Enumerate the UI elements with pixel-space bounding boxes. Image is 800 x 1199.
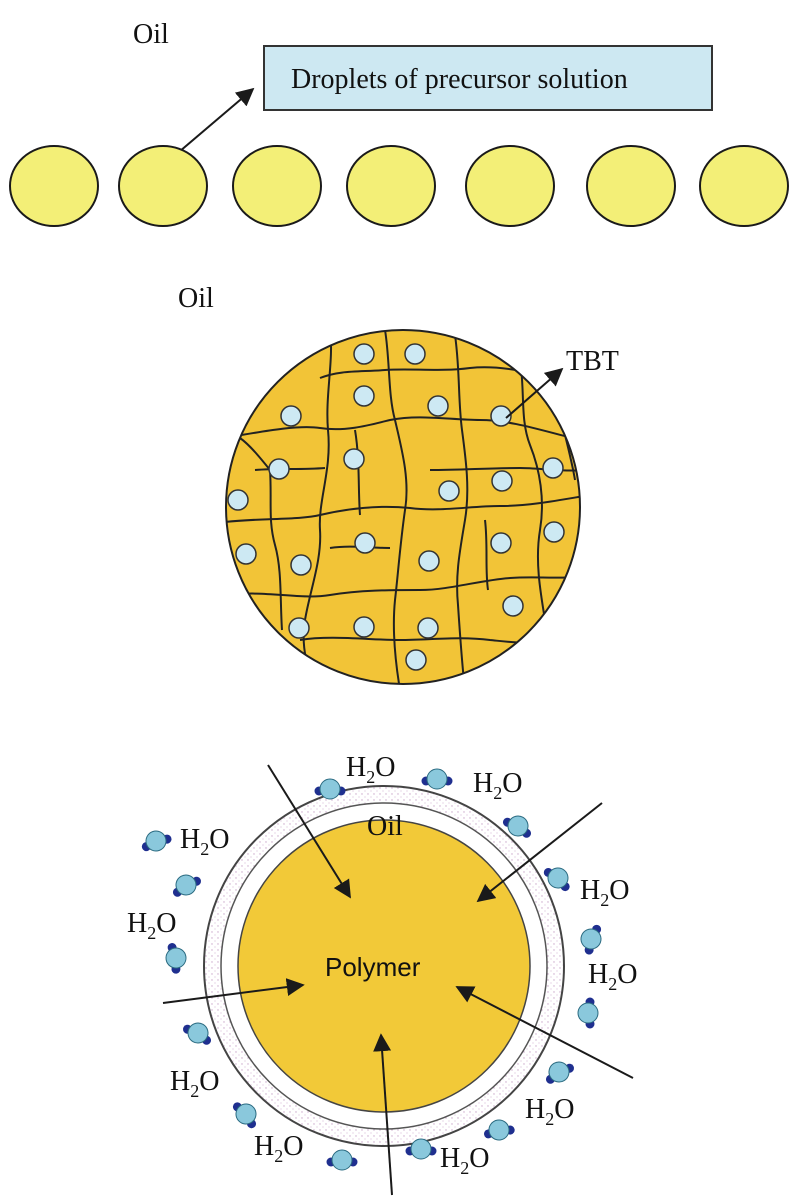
oil-label-top: Oil — [133, 19, 169, 50]
polymer-core — [237, 819, 531, 1113]
tbt-particle — [502, 595, 524, 617]
arrow-top-left — [267, 764, 351, 899]
tbt-particle — [438, 480, 460, 502]
oxygen-atom — [165, 947, 187, 969]
oxygen-atom — [426, 768, 448, 790]
droplet — [118, 145, 208, 227]
precursor-box — [263, 45, 713, 111]
oxygen-atom — [331, 1149, 353, 1171]
tbt-particle — [353, 616, 375, 638]
arrow-left — [162, 978, 305, 1004]
tbt-particle — [427, 395, 449, 417]
tbt-pointer-arrow — [505, 367, 564, 419]
arrow-right — [455, 986, 634, 1079]
tbt-particle — [491, 470, 513, 492]
precursor-box-label: Droplets of precursor solution — [291, 64, 628, 95]
oxygen-atom — [507, 815, 529, 837]
tbt-particle — [353, 385, 375, 407]
tbt-particle — [490, 532, 512, 554]
water-formula-label: H2O — [440, 1143, 489, 1178]
tbt-particle — [268, 458, 290, 480]
water-molecule — [421, 768, 453, 790]
oxygen-atom — [145, 830, 167, 852]
panel-gel-network: Oil TBT — [178, 283, 619, 685]
droplet — [586, 145, 676, 227]
oxygen-atom — [488, 1119, 510, 1141]
water-molecule — [232, 1102, 257, 1129]
water-formula-label: H2O — [127, 908, 176, 943]
tbt-particle — [280, 405, 302, 427]
droplet — [232, 145, 322, 227]
water-molecule — [484, 1119, 515, 1141]
tbt-particles — [227, 343, 565, 671]
water-formula-label: H2O — [473, 768, 522, 803]
water-formula-label: H2O — [588, 959, 637, 994]
tbt-particle — [343, 448, 365, 470]
droplet-row — [9, 145, 789, 227]
water-molecule — [314, 778, 346, 800]
oxygen-atom — [580, 928, 602, 950]
water-formula-label: H2O — [254, 1131, 303, 1166]
water-molecule — [545, 1061, 575, 1084]
oxygen-atom — [548, 1061, 570, 1083]
tbt-particle — [290, 554, 312, 576]
water-molecule — [326, 1149, 358, 1171]
oxygen-atom — [187, 1022, 209, 1044]
water-formula-label: H2O — [525, 1094, 574, 1129]
droplet — [465, 145, 555, 227]
tbt-particle — [235, 543, 257, 565]
tbt-particle — [418, 550, 440, 572]
water-molecule — [502, 815, 532, 838]
precursor-label-box: Droplets of precursor solution — [263, 45, 713, 111]
tbt-particle — [353, 343, 375, 365]
tbt-particle — [417, 617, 439, 639]
tbt-particle — [404, 343, 426, 365]
droplet — [9, 145, 99, 227]
tbt-particle — [543, 521, 565, 543]
tbt-label: TBT — [566, 346, 619, 377]
diffusion-arrows — [162, 764, 634, 1196]
droplet — [346, 145, 436, 227]
oxygen-atom — [235, 1103, 257, 1125]
water-molecule — [543, 867, 570, 892]
oxygen-atom — [547, 867, 569, 889]
arrow-top-right — [476, 802, 603, 903]
oxygen-atom — [319, 778, 341, 800]
water-labels: H2O H2O H2O H2O H2O H2O H2O H2O H2O H2O — [127, 752, 637, 1178]
water-molecule — [405, 1138, 437, 1160]
tbt-particle — [405, 649, 427, 671]
water-molecule — [182, 1022, 212, 1045]
water-formula-label: H2O — [580, 875, 629, 910]
arrow-bottom — [373, 1033, 393, 1196]
tbt-particle — [227, 489, 249, 511]
water-molecule — [141, 830, 172, 852]
water-molecule — [172, 874, 202, 897]
water-molecule — [577, 997, 599, 1029]
water-molecule — [580, 924, 602, 955]
water-molecules — [141, 768, 602, 1171]
tbt-particle — [490, 405, 512, 427]
tbt-particle — [354, 532, 376, 554]
tbt-particle — [288, 617, 310, 639]
water-molecule — [165, 943, 187, 974]
water-formula-label: H2O — [170, 1066, 219, 1101]
tbt-particle — [542, 457, 564, 479]
oil-label-shell: Oil — [367, 811, 403, 842]
polymer-label: Polymer — [325, 952, 421, 982]
water-formula-label: H2O — [180, 824, 229, 859]
water-formula-label: H2O — [346, 752, 395, 787]
oil-label-middle: Oil — [178, 283, 214, 314]
panel-droplets: Oil Droplets of precursor solution — [9, 19, 789, 227]
oxygen-atom — [175, 874, 197, 896]
droplet — [699, 145, 789, 227]
oxygen-atom — [410, 1138, 432, 1160]
oxygen-atom — [577, 1002, 599, 1024]
